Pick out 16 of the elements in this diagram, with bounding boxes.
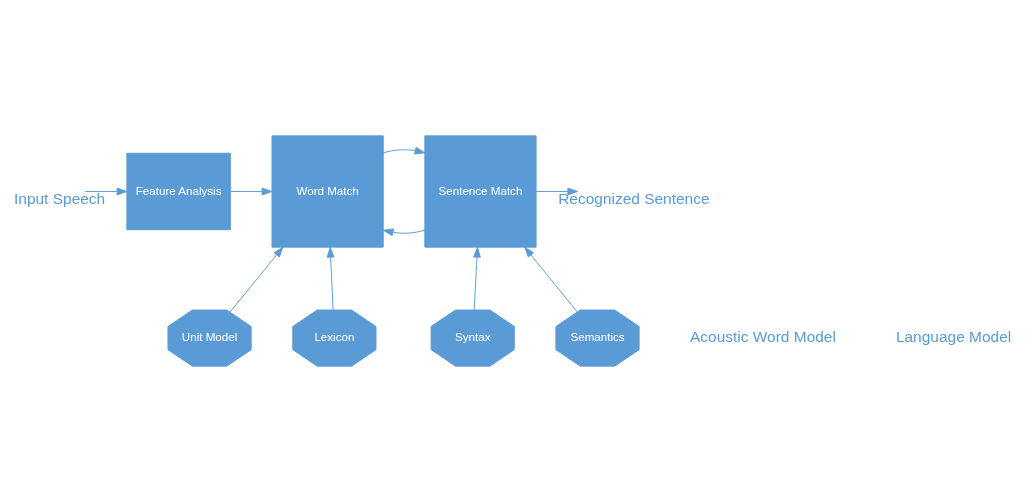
- label: Acoustic Word Model: [690, 327, 836, 345]
- arrow: [229, 246, 284, 313]
- arrow: [524, 246, 578, 313]
- arrow: [382, 146, 426, 155]
- arrow: [473, 246, 481, 311]
- arrow: [84, 187, 128, 196]
- node-box: Sentence Match: [424, 135, 537, 248]
- edge-label: Recognized Sentence: [558, 189, 710, 207]
- arrow: [535, 187, 578, 196]
- node-box: Feature Analysis: [126, 152, 231, 231]
- arrow: [229, 187, 273, 196]
- arrow: [326, 246, 335, 311]
- edge-label: Input Speech: [14, 189, 106, 207]
- arrow: [382, 228, 426, 237]
- label: Language Model: [895, 327, 1012, 345]
- node-box: Word Match: [271, 135, 384, 248]
